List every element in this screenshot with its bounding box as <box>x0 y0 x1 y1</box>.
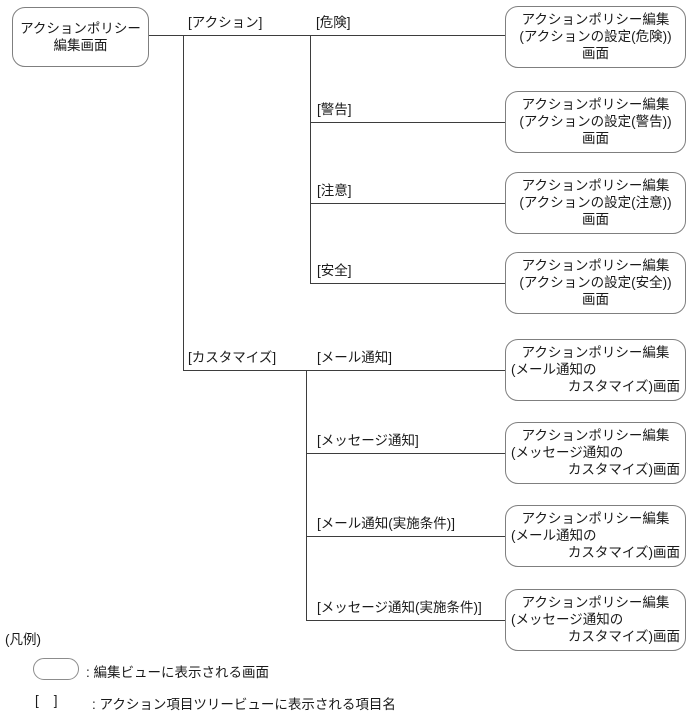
connector-line <box>310 203 505 204</box>
item-label-keikoku: [警告] <box>317 102 352 117</box>
item-label-kiken: [危険] <box>316 15 351 30</box>
screen-node-line: (メッセージ通知の <box>511 612 624 627</box>
connector-line <box>310 35 311 283</box>
screen-node-line: (メール通知の <box>511 362 597 377</box>
root-screen-line: 編集画面 <box>53 38 108 53</box>
screen-node-line: 画面 <box>582 292 609 307</box>
screen-node-line: 画面 <box>582 131 609 146</box>
screen-node-kiken: アクションポリシー編集 (アクションの設定(危険)) 画面 <box>505 6 686 68</box>
screen-node-line: アクションポリシー編集 <box>521 428 670 443</box>
screen-node-line: (アクションの設定(安全)) <box>519 275 672 290</box>
screen-box-symbol <box>33 658 79 680</box>
group-label-action: [アクション] <box>188 15 263 30</box>
screen-node-line: カスタマイズ)画面 <box>567 629 680 644</box>
connector-line <box>310 283 505 284</box>
screen-node-line: カスタマイズ)画面 <box>567 379 680 394</box>
screen-node-keikoku: アクションポリシー編集 (アクションの設定(警告)) 画面 <box>505 91 686 153</box>
screen-node-line: アクションポリシー編集 <box>521 12 670 27</box>
root-screen-line: アクションポリシー <box>20 21 141 36</box>
connector-line <box>306 453 505 454</box>
screen-node-line: 画面 <box>582 46 609 61</box>
screen-node-line: アクションポリシー編集 <box>521 97 670 112</box>
group-label-customize: [カスタマイズ] <box>188 350 277 365</box>
connector-line <box>183 35 184 370</box>
screen-node-line: アクションポリシー編集 <box>521 511 670 526</box>
connector-line <box>306 536 505 537</box>
screen-node-line: (メール通知の <box>511 528 597 543</box>
screen-node-line: (アクションの設定(注意)) <box>519 195 672 210</box>
connector-line <box>310 122 505 123</box>
item-label-mail-condition: [メール通知(実施条件)] <box>317 516 455 531</box>
screen-node-line: アクションポリシー編集 <box>521 178 670 193</box>
connector-line <box>148 35 505 36</box>
screen-node-line: アクションポリシー編集 <box>521 345 670 360</box>
legend-title: (凡例) <box>5 632 41 647</box>
screen-node-line: (アクションの設定(危険)) <box>519 29 672 44</box>
connector-line <box>306 370 307 620</box>
screen-node-mail-condition: アクションポリシー編集 (メール通知の カスタマイズ)画面 <box>505 505 686 567</box>
item-label-mail: [メール通知] <box>317 350 393 365</box>
screen-node-message-condition: アクションポリシー編集 (メッセージ通知の カスタマイズ)画面 <box>505 589 686 651</box>
root-screen-node: アクションポリシー 編集画面 <box>12 7 149 67</box>
item-label-message-condition: [メッセージ通知(実施条件)] <box>317 600 482 615</box>
item-label-chui: [注意] <box>317 183 352 198</box>
item-label-anzen: [安全] <box>317 263 352 278</box>
screen-node-chui: アクションポリシー編集 (アクションの設定(注意)) 画面 <box>505 172 686 234</box>
screen-node-mail: アクションポリシー編集 (メール通知の カスタマイズ)画面 <box>505 339 686 401</box>
screen-node-line: アクションポリシー編集 <box>521 258 670 273</box>
screen-node-anzen: アクションポリシー編集 (アクションの設定(安全)) 画面 <box>505 252 686 314</box>
screen-node-line: (アクションの設定(警告)) <box>519 114 672 129</box>
item-label-message: [メッセージ通知] <box>317 433 419 448</box>
screen-node-line: (メッセージ通知の <box>511 445 624 460</box>
screen-node-message: アクションポリシー編集 (メッセージ通知の カスタマイズ)画面 <box>505 422 686 484</box>
legend-screen-description: : 編集ビューに表示される画面 <box>86 665 270 680</box>
connector-line <box>183 370 505 371</box>
bracket-symbol: [ ] <box>35 693 58 708</box>
screen-node-line: アクションポリシー編集 <box>521 595 670 610</box>
legend-bracket-description: : アクション項目ツリービューに表示される項目名 <box>92 697 396 712</box>
screen-node-line: カスタマイズ)画面 <box>567 462 680 477</box>
screen-node-line: 画面 <box>582 212 609 227</box>
connector-line <box>306 620 505 621</box>
screen-node-line: カスタマイズ)画面 <box>567 545 680 560</box>
